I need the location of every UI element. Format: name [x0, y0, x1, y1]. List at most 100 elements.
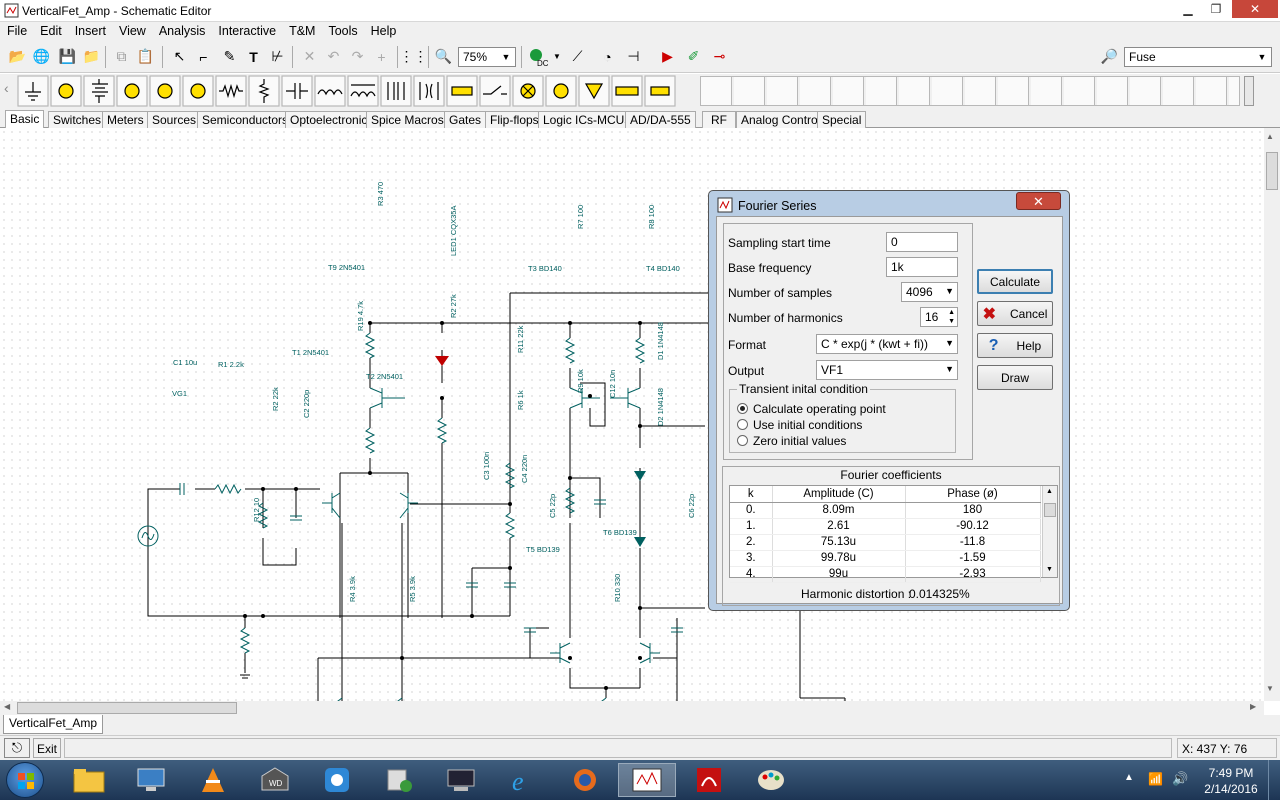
scroll-up-icon[interactable]: ▲: [1266, 132, 1274, 141]
undo-icon[interactable]: ↶: [327, 48, 340, 64]
horizontal-scrollbar[interactable]: ◀ ▶: [0, 701, 1264, 715]
document-tab[interactable]: VerticalFet_Amp: [3, 715, 104, 734]
open-icon[interactable]: 📂: [8, 48, 27, 64]
scroll-up-icon[interactable]: ▲: [1046, 488, 1053, 495]
help-button[interactable]: ?Help: [977, 333, 1053, 358]
calculate-button[interactable]: Calculate: [977, 269, 1053, 294]
text-icon[interactable]: T: [249, 48, 258, 65]
table-scrollbar[interactable]: ▲ ▼: [1042, 486, 1057, 577]
harmonics-stepper[interactable]: 16▲▼: [920, 307, 958, 327]
dropdown-arrow-icon[interactable]: ▼: [553, 52, 561, 61]
radio-initial-conditions[interactable]: [737, 419, 748, 430]
output-select[interactable]: VF1▼: [816, 360, 958, 380]
samples-select[interactable]: 4096▼: [901, 282, 958, 302]
crosshair-icon[interactable]: +: [377, 48, 386, 65]
menu-help[interactable]: Help: [370, 24, 397, 38]
tab-spice-macros[interactable]: Spice Macros: [366, 111, 449, 128]
radio-zero-initial-label[interactable]: Zero initial values: [753, 434, 847, 448]
pin-icon[interactable]: ⊸: [713, 48, 726, 64]
tina-taskbar-icon[interactable]: [618, 763, 676, 797]
monitor-taskbar-icon[interactable]: [432, 763, 490, 797]
tab-gates[interactable]: Gates: [444, 111, 487, 128]
globe-icon[interactable]: 🌐: [32, 48, 51, 64]
scroll-right-icon[interactable]: ▶: [1250, 702, 1257, 711]
tab-rf[interactable]: RF: [702, 111, 736, 128]
exit-icon[interactable]: ⎋: [4, 738, 30, 758]
base-frequency-input[interactable]: 1k: [886, 257, 958, 277]
sampling-start-input[interactable]: 0: [886, 232, 958, 252]
schematic-canvas[interactable]: R3 470 LED1 CQX35A T9 2N5401 R2 27k R19 …: [0, 128, 1264, 701]
start-button[interactable]: [6, 762, 44, 798]
transistor-tool-icon[interactable]: ⊣: [627, 48, 640, 64]
tab-basic[interactable]: Basic: [5, 110, 45, 128]
radio-calculate-op-label[interactable]: Calculate operating point: [753, 402, 886, 416]
grid-icon[interactable]: ⋮⋮: [399, 48, 428, 64]
explorer-taskbar-icon[interactable]: [60, 763, 118, 797]
internet-explorer-icon[interactable]: e: [494, 763, 552, 797]
table-row[interactable]: 3.99.78u-1.59: [730, 550, 1041, 567]
select-arrow-icon[interactable]: ↖: [173, 48, 186, 64]
pdf-taskbar-icon[interactable]: [680, 763, 738, 797]
clock-date[interactable]: 2/14/2016: [1204, 782, 1258, 796]
show-desktop-button[interactable]: [1268, 760, 1280, 800]
draw-button[interactable]: Draw: [977, 365, 1053, 390]
menu-edit[interactable]: Edit: [40, 24, 62, 38]
menu-interactive[interactable]: Interactive: [218, 24, 277, 38]
menu-analysis[interactable]: Analysis: [158, 24, 206, 38]
tab-adda-555[interactable]: AD/DA-555: [625, 111, 696, 128]
minimize-button[interactable]: ▁: [1183, 2, 1193, 16]
paste-icon[interactable]: 📋: [136, 48, 155, 64]
component-search-input[interactable]: Fuse▼: [1124, 47, 1272, 67]
menu-tm[interactable]: T&M: [289, 24, 316, 38]
probe-icon[interactable]: ⟋: [572, 48, 583, 64]
paint-taskbar-icon[interactable]: [742, 763, 800, 797]
scroll-left-icon[interactable]: ◀: [4, 702, 11, 711]
spin-arrows-icon[interactable]: ▲▼: [948, 309, 955, 325]
meter-icon[interactable]: ◔: [603, 48, 612, 65]
tab-semiconductors[interactable]: Semiconductors: [197, 111, 294, 128]
horizontal-scroll-thumb[interactable]: [17, 702, 237, 714]
close-window-button[interactable]: ✕: [1232, 0, 1278, 18]
dc-analysis-icon[interactable]: DC: [526, 45, 549, 68]
format-select[interactable]: C * exp(j * (kwt + fi))▼: [816, 334, 958, 354]
scroll-left-icon[interactable]: ‹: [4, 80, 9, 96]
clock-time[interactable]: 7:49 PM: [1208, 766, 1254, 780]
menu-view[interactable]: View: [118, 24, 146, 38]
table-row[interactable]: 1.2.61-90.12: [730, 518, 1041, 535]
component-palette[interactable]: [16, 74, 716, 110]
restore-button[interactable]: ❐: [1210, 2, 1222, 16]
firefox-icon[interactable]: [556, 763, 614, 797]
dialog-close-button[interactable]: ✕: [1016, 192, 1061, 210]
cancel-button[interactable]: ✖Cancel: [977, 301, 1053, 326]
find-component-icon[interactable]: 🔎: [1100, 48, 1119, 64]
radio-zero-initial[interactable]: [737, 435, 748, 446]
tab-analog-control[interactable]: Analog Control: [736, 111, 826, 128]
vlc-taskbar-icon[interactable]: [184, 763, 242, 797]
vertical-scrollbar[interactable]: ▲ ▼: [1264, 128, 1280, 701]
table-scroll-thumb[interactable]: [1044, 503, 1056, 517]
bus-icon[interactable]: ⊬: [271, 48, 284, 64]
tab-sources[interactable]: Sources: [147, 111, 202, 128]
menu-insert[interactable]: Insert: [74, 24, 106, 38]
screenshot-taskbar-icon[interactable]: [308, 763, 366, 797]
zoom-select[interactable]: 75%▼: [458, 47, 516, 67]
radio-initial-conditions-label[interactable]: Use initial conditions: [753, 418, 863, 432]
table-row[interactable]: 2.75.13u-11.8: [730, 534, 1041, 551]
table-row[interactable]: 4.99u-2.93: [730, 566, 1041, 583]
redo-icon[interactable]: ↷: [351, 48, 364, 64]
menu-file[interactable]: File: [7, 24, 28, 38]
setup-taskbar-icon[interactable]: [370, 763, 428, 797]
radio-calculate-op[interactable]: [737, 403, 748, 414]
pencil-icon[interactable]: ✎: [223, 48, 236, 64]
vertical-scroll-thumb[interactable]: [1266, 152, 1278, 190]
wd-taskbar-icon[interactable]: WD: [246, 763, 304, 797]
open-folder-icon[interactable]: 📁: [82, 48, 101, 64]
edit-tool-icon[interactable]: ✐: [687, 48, 700, 64]
wire-icon[interactable]: ⌐: [199, 48, 208, 65]
scroll-down-icon[interactable]: ▼: [1266, 684, 1274, 693]
tab-switches[interactable]: Switches: [48, 111, 107, 128]
tab-meters[interactable]: Meters: [102, 111, 149, 128]
exit-button[interactable]: Exit: [33, 738, 61, 758]
